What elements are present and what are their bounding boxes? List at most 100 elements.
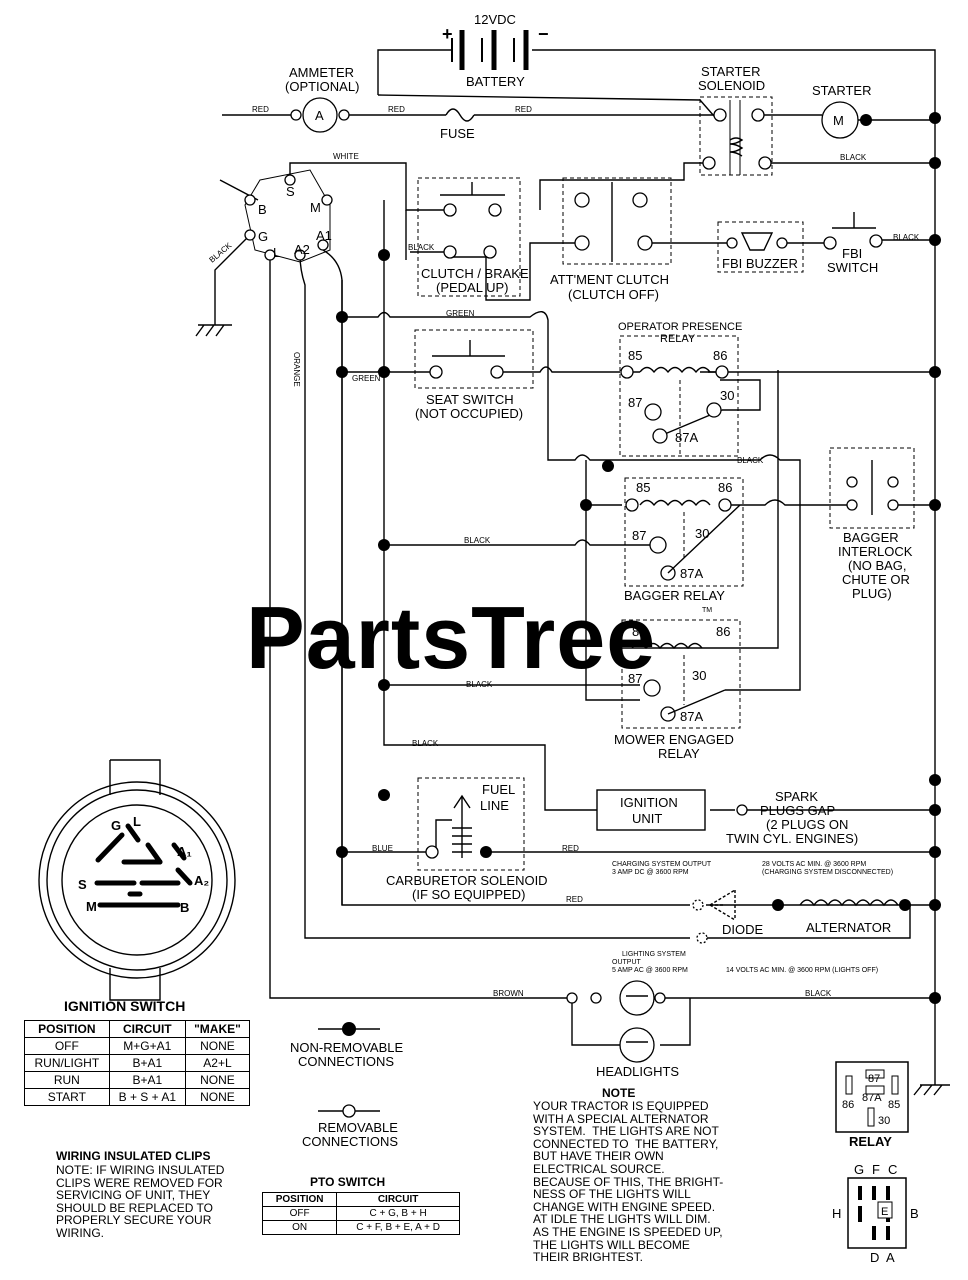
svg-text:G: G	[258, 229, 268, 244]
minus-sign: −	[538, 24, 549, 44]
svg-text:3 AMP DC @ 3600 RPM: 3 AMP DC @ 3600 RPM	[612, 869, 689, 876]
table-row: ON C + F, B + E, A + D	[261, 1220, 460, 1235]
svg-text:OUTPUT: OUTPUT	[612, 959, 642, 966]
svg-text:A: A	[886, 1250, 895, 1265]
table-row: RUN B+A1 NONE	[24, 1071, 251, 1089]
svg-text:87: 87	[868, 1073, 880, 1085]
svg-text:CHUTE OR: CHUTE OR	[842, 572, 910, 587]
svg-text:A2: A2	[294, 242, 310, 257]
svg-text:(IF SO EQUIPPED): (IF SO EQUIPPED)	[412, 887, 525, 902]
svg-text:87A: 87A	[675, 430, 698, 445]
svg-text:85: 85	[888, 1099, 900, 1111]
svg-text:B: B	[180, 900, 189, 915]
diode-alternator: CHARGING SYSTEM OUTPUT 3 AMP DC @ 3600 R…	[612, 861, 899, 974]
fbi-buzzer-label: FBI BUZZER	[722, 256, 798, 271]
svg-text:A₂: A₂	[194, 873, 209, 888]
wire-black-mower: BLACK	[466, 680, 493, 689]
pto-switch-face: G F C H E B D A	[832, 1162, 919, 1265]
svg-text:CONNECTIONS: CONNECTIONS	[302, 1134, 398, 1149]
wire-red-carb: RED	[562, 844, 579, 853]
svg-text:L: L	[273, 245, 280, 260]
table-row: RUN/LIGHT B+A1 A2+L	[24, 1054, 251, 1072]
svg-text:UNIT: UNIT	[632, 811, 662, 826]
svg-text:PLUG): PLUG)	[852, 586, 892, 601]
svg-text:A: A	[315, 108, 324, 123]
svg-text:(CHARGING SYSTEM DISCONNECTED): (CHARGING SYSTEM DISCONNECTED)	[762, 869, 893, 876]
svg-text:M: M	[86, 899, 97, 914]
svg-text:86: 86	[713, 348, 727, 363]
table-header: POSITION	[261, 1192, 338, 1207]
main-note-text: YOUR TRACTOR IS EQUIPPED WITH A SPECIAL …	[533, 1099, 724, 1265]
svg-text:TWIN CYL. ENGINES): TWIN CYL. ENGINES)	[726, 831, 858, 846]
wire-green-2: GREEN	[352, 374, 381, 383]
operator-relay-label-2: RELAY	[660, 333, 696, 345]
svg-text:CHARGING SYSTEM OUTPUT: CHARGING SYSTEM OUTPUT	[612, 861, 712, 868]
wire-red-3: RED	[515, 105, 532, 114]
svg-text:87A: 87A	[680, 709, 703, 724]
diode-label: DIODE	[722, 922, 764, 937]
svg-text:C: C	[888, 1162, 897, 1177]
svg-text:86: 86	[718, 480, 732, 495]
svg-text:S: S	[78, 877, 87, 892]
pto-switch-table: POSITION CIRCUIT OFF C + G, B + H ON C +…	[261, 1192, 460, 1235]
svg-text:85: 85	[632, 624, 646, 639]
clips-note-title: WIRING INSULATED CLIPS	[56, 1149, 211, 1163]
main-note-title: NOTE	[602, 1086, 636, 1100]
fbi-switch-label-1: FBI	[842, 246, 862, 261]
svg-text:E: E	[881, 1206, 888, 1218]
svg-text:G: G	[854, 1162, 864, 1177]
wire-green-1: GREEN	[446, 309, 475, 318]
bagger-interlock: BAGGER INTERLOCK (NO BAG, CHUTE OR PLUG)	[838, 460, 913, 601]
svg-text:87A: 87A	[862, 1092, 882, 1104]
attachment-clutch-switch: ATT'MENT CLUTCH (CLUTCH OFF)	[550, 182, 669, 302]
bagger-relay-label: BAGGER RELAY	[624, 588, 725, 603]
wire-blue: BLUE	[372, 844, 393, 853]
ammeter-label: AMMETER	[289, 65, 354, 80]
wire-black-starter: BLACK	[840, 153, 867, 162]
battery: 12VDC + − BATTERY	[442, 12, 549, 89]
svg-text:85: 85	[628, 348, 642, 363]
svg-text:SPARK: SPARK	[775, 789, 818, 804]
svg-text:87: 87	[628, 671, 642, 686]
carburetor-solenoid: FUEL LINE CARBURETOR SOLENOID (IF SO EQU…	[386, 782, 548, 902]
starter-motor: M STARTER	[812, 83, 871, 139]
svg-text:H: H	[832, 1206, 841, 1221]
attment-clutch-label-1: ATT'MENT CLUTCH	[550, 272, 669, 287]
plus-sign: +	[442, 24, 453, 44]
svg-text:A₁: A₁	[177, 844, 192, 859]
fbi-switch-label-2: SWITCH	[827, 260, 878, 275]
clutch-brake-label-2: (PEDAL UP)	[436, 280, 508, 295]
wires	[195, 49, 950, 1096]
starter-solenoid-label-1: STARTER	[701, 64, 760, 79]
wire-red-diode: RED	[566, 895, 583, 904]
mower-relay-label-1: MOWER ENGAGED	[614, 732, 734, 747]
svg-text:(NO BAG,: (NO BAG,	[848, 558, 907, 573]
ignition-switch-face: G L A₁ S A₂ M B	[38, 759, 236, 1001]
seat-switch: SEAT SWITCH (NOT OCCUPIED)	[415, 340, 523, 421]
starter-solenoid: STARTER SOLENOID	[698, 64, 773, 176]
relay-title: RELAY	[849, 1134, 892, 1149]
table-header: POSITION	[24, 1020, 110, 1038]
operator-presence-relay: OPERATOR PRESENCE RELAY 85 86 87 30 87A	[618, 321, 742, 455]
svg-text:30: 30	[878, 1115, 890, 1127]
starter-solenoid-label-2: SOLENOID	[698, 78, 765, 93]
battery-label: BATTERY	[466, 74, 525, 89]
table-row: OFF C + G, B + H	[261, 1206, 460, 1221]
svg-text:FUEL: FUEL	[482, 782, 515, 797]
svg-text:D: D	[870, 1250, 879, 1265]
svg-text:28 VOLTS AC MIN. @ 3600 RPM: 28 VOLTS AC MIN. @ 3600 RPM	[762, 861, 866, 868]
wire-black-ignition: BLACK	[208, 240, 234, 264]
fuse-label: FUSE	[440, 126, 475, 141]
starter-label: STARTER	[812, 83, 871, 98]
ammeter-optional-label: (OPTIONAL)	[285, 79, 359, 94]
mower-relay-label-2: RELAY	[658, 746, 700, 761]
svg-text:30: 30	[720, 388, 734, 403]
connection-legend: NON-REMOVABLE CONNECTIONS REMOVABLE CONN…	[290, 1022, 403, 1149]
svg-text:F: F	[872, 1162, 880, 1177]
ignition-switch-table: POSITION CIRCUIT "MAKE" OFF M+G+A1 NONE …	[24, 1020, 251, 1106]
wire-black-fbi: BLACK	[893, 233, 920, 242]
svg-text:LINE: LINE	[480, 798, 509, 813]
ignition-unit: IGNITION UNIT	[596, 789, 706, 831]
headlights-label: HEADLIGHTS	[596, 1064, 679, 1079]
